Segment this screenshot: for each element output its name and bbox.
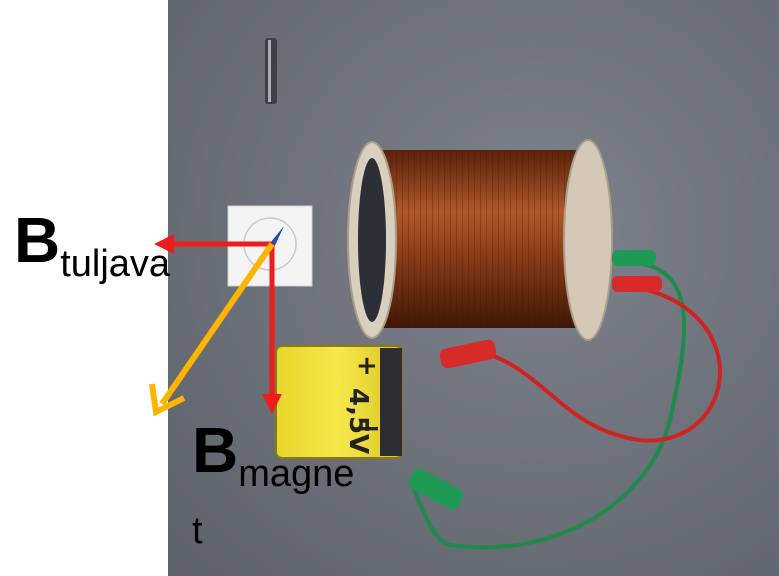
red-clip-battery bbox=[439, 339, 497, 369]
b-tuljava-label: Btuljava bbox=[14, 208, 170, 283]
magnet-rod bbox=[265, 38, 277, 104]
battery: + − 4,5V bbox=[275, 345, 403, 459]
b-magnet-subscript: magne bbox=[238, 453, 355, 495]
b-tuljava-symbol: B bbox=[14, 204, 61, 276]
b-tuljava-subscript: tuljava bbox=[60, 243, 171, 285]
green-clip bbox=[612, 250, 656, 266]
b-magnet-subscript-overflow: t bbox=[192, 510, 203, 552]
battery-plus: + bbox=[356, 351, 378, 381]
red-clip-coil bbox=[612, 276, 662, 292]
battery-voltage: 4,5V bbox=[343, 388, 373, 454]
b-magnet-symbol: B bbox=[192, 414, 239, 486]
resultant-arrow-head bbox=[149, 383, 186, 417]
wires bbox=[408, 250, 722, 550]
b-magnet-label: Bmagne bbox=[192, 418, 354, 493]
battery-minus: − bbox=[356, 411, 381, 446]
green-clip-battery bbox=[408, 468, 464, 510]
field-vectors bbox=[149, 234, 282, 417]
resultant-arrow bbox=[159, 242, 275, 406]
coil bbox=[347, 139, 613, 341]
